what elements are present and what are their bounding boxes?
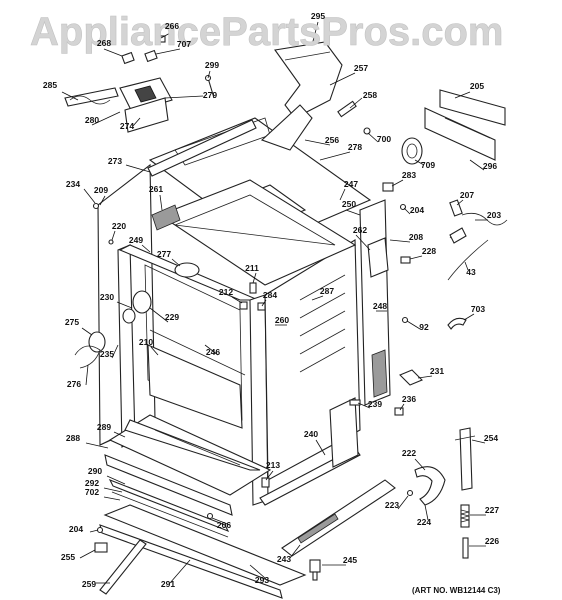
part-label-243: 243 (277, 554, 291, 564)
part-label-248: 248 (373, 301, 387, 311)
part-label-231: 231 (430, 366, 444, 376)
part-label-235: 235 (100, 349, 114, 359)
part-label-293: 293 (255, 575, 269, 585)
part-label-43: 43 (466, 267, 476, 277)
leader-lines (61, 21, 488, 584)
part-label-229: 229 (165, 312, 179, 322)
part-label-700: 700 (377, 134, 391, 144)
range-body-frame (97, 117, 391, 599)
part-label-240: 240 (304, 429, 318, 439)
part-label-203: 203 (487, 210, 501, 220)
part-label-295: 295 (311, 11, 325, 21)
part-label-211: 211 (245, 263, 259, 273)
part-label-234: 234 (66, 179, 80, 189)
part-label-261: 261 (149, 184, 163, 194)
part-label-228: 228 (422, 246, 436, 256)
part-label-209: 209 (94, 185, 108, 195)
part-label-299: 299 (205, 60, 219, 70)
part-label-204: 204 (410, 205, 424, 215)
part-label-92: 92 (419, 322, 429, 332)
part-label-279: 279 (203, 90, 217, 100)
part-label-210: 210 (139, 337, 153, 347)
part-label-249: 249 (129, 235, 143, 245)
part-label-280: 280 (85, 115, 99, 125)
part-label-709: 709 (421, 160, 435, 170)
part-label-239: 239 (368, 399, 382, 409)
part-label-254: 254 (484, 433, 498, 443)
art-number: (ART NO. WB12144 C3) (412, 586, 501, 595)
part-label-276: 276 (67, 379, 81, 389)
watermark: AppliancePartsPros.com (30, 10, 504, 54)
part-label-292: 292 (85, 478, 99, 488)
part-label-285: 285 (43, 80, 57, 90)
part-label-207: 207 (460, 190, 474, 200)
part-label-226: 226 (485, 536, 499, 546)
part-label-256: 256 (325, 135, 339, 145)
part-label-290: 290 (88, 466, 102, 476)
part-label-268: 268 (97, 38, 111, 48)
part-label-275: 275 (65, 317, 79, 327)
part-label-296: 296 (483, 161, 497, 171)
part-label-247: 247 (344, 179, 358, 189)
part-label-222: 222 (402, 448, 416, 458)
part-label-260: 260 (275, 315, 289, 325)
part-label-278: 278 (348, 142, 362, 152)
part-label-213: 213 (266, 460, 280, 470)
part-label-287: 287 (320, 286, 334, 296)
part-label-224: 224 (417, 517, 431, 527)
part-label-277: 277 (157, 249, 171, 259)
part-label-236: 236 (402, 394, 416, 404)
component-parts (64, 35, 508, 595)
part-label-288: 288 (66, 433, 80, 443)
part-labels: 295 266 707 268 299 257 205 285 279 258 280 274 700 2… (43, 11, 501, 589)
part-label-266: 266 (165, 21, 179, 31)
part-label-205: 205 (470, 81, 484, 91)
part-label-255: 255 (61, 552, 75, 562)
part-label-206: 206 (217, 520, 231, 530)
part-label-250: 250 (342, 199, 356, 209)
part-label-223: 223 (385, 500, 399, 510)
part-label-246: 246 (206, 347, 220, 357)
part-label-259: 259 (82, 579, 96, 589)
part-label-212: 212 (219, 287, 233, 297)
part-label-273: 273 (108, 156, 122, 166)
part-label-204: 204 (69, 524, 83, 534)
part-label-274: 274 (120, 121, 134, 131)
part-label-245: 245 (343, 555, 357, 565)
part-label-283: 283 (402, 170, 416, 180)
part-label-284: 284 (263, 290, 277, 300)
part-label-258: 258 (363, 90, 377, 100)
part-label-230: 230 (100, 292, 114, 302)
part-label-208: 208 (409, 232, 423, 242)
part-label-289: 289 (97, 422, 111, 432)
part-label-262: 262 (353, 225, 367, 235)
part-label-702: 702 (85, 487, 99, 497)
part-label-220: 220 (112, 221, 126, 231)
part-label-257: 257 (354, 63, 368, 73)
part-label-227: 227 (485, 505, 499, 515)
part-label-291: 291 (161, 579, 175, 589)
part-label-707: 707 (177, 39, 191, 49)
part-label-703: 703 (471, 304, 485, 314)
